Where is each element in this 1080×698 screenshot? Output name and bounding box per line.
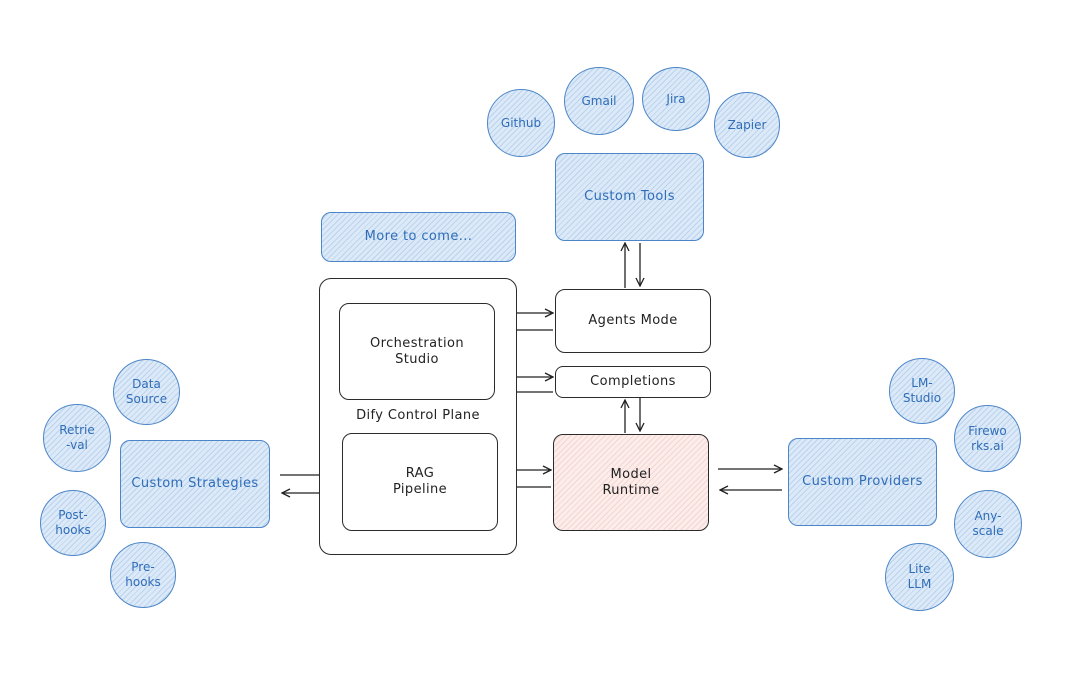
custom-providers-box: Custom Providers [788, 438, 937, 526]
custom-strategies-box: Custom Strategies [120, 440, 270, 528]
anyscale-node: Any- scale [954, 490, 1022, 558]
data-source-node: Data Source [113, 359, 180, 425]
retrieval-node: Retrie -val [43, 404, 111, 472]
litellm-node: Lite LLM [885, 543, 954, 611]
lm-studio-node: LM- Studio [889, 358, 955, 424]
github-node: Github [487, 89, 555, 157]
rag-pipeline-box: RAG Pipeline [342, 433, 498, 531]
completions-box: Completions [555, 366, 711, 398]
gmail-node: Gmail [564, 67, 634, 135]
fireworks-node: Firewo rks.ai [954, 405, 1021, 472]
model-runtime-box: Model Runtime [553, 434, 709, 531]
post-hooks-node: Post- hooks [40, 490, 106, 556]
control-plane-label: Dify Control Plane [356, 408, 480, 423]
pre-hooks-node: Pre- hooks [110, 542, 176, 608]
zapier-node: Zapier [714, 92, 780, 158]
more-to-come-box: More to come... [321, 212, 516, 262]
orchestration-studio-box: Orchestration Studio [339, 303, 495, 400]
jira-node: Jira [642, 67, 710, 131]
custom-tools-box: Custom Tools [555, 153, 704, 241]
agents-mode-box: Agents Mode [555, 289, 711, 353]
